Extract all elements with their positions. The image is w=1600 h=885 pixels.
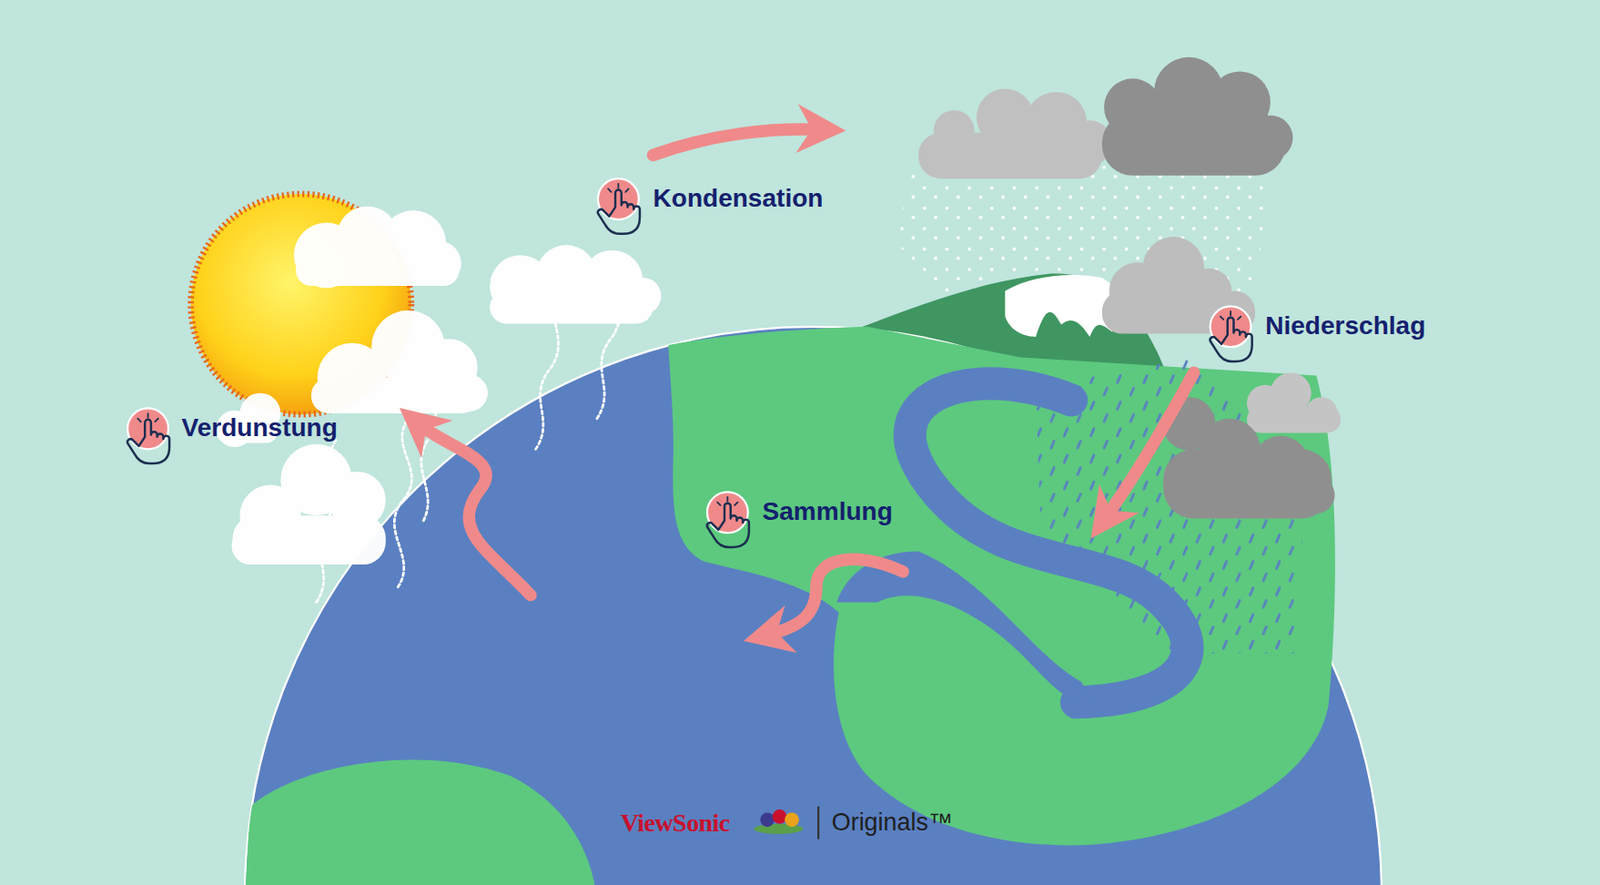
step-label: Sammlung: [762, 496, 893, 526]
watermark-originals: Originals™: [831, 809, 953, 837]
watermark-brand: ViewSonic: [620, 808, 730, 837]
step-label: Verdunstung: [182, 413, 338, 442]
step-label: Niederschlag: [1265, 311, 1426, 340]
step-label: Kondensation: [653, 183, 824, 213]
